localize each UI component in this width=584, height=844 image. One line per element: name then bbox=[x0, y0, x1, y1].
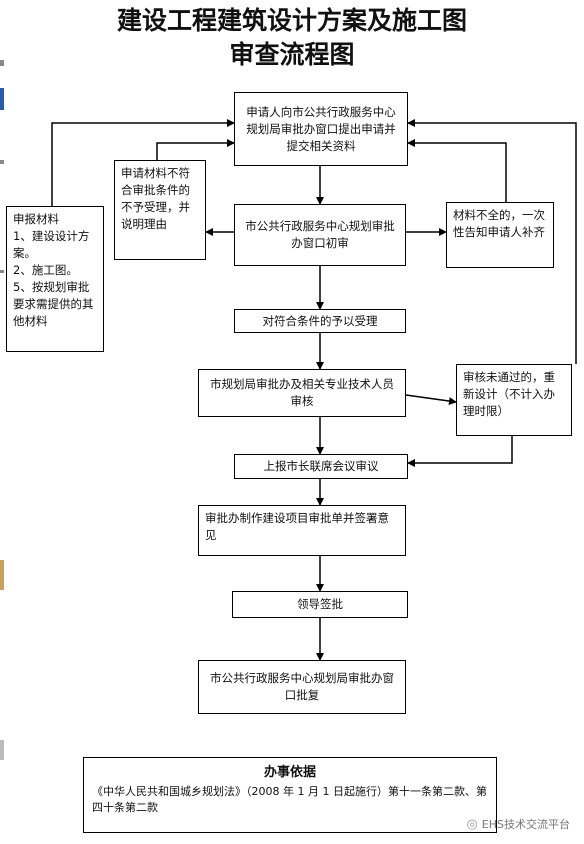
edge-artifact-5 bbox=[0, 560, 4, 590]
edge-artifact-3 bbox=[0, 160, 4, 164]
edge-artifact-4 bbox=[0, 270, 4, 273]
page-title-line2: 审查流程图 bbox=[229, 40, 355, 69]
node-not-pass: 审核未通过的，重新设计（不计入办理时限） bbox=[456, 364, 572, 436]
edge-artifact-1 bbox=[0, 60, 4, 66]
node-reject: 申请材料不符合审批条件的不予受理，并说明理由 bbox=[114, 160, 206, 260]
arrow-notpass-to-meeting bbox=[407, 436, 513, 467]
watermark: ◎ EHS技术交流平台 bbox=[466, 816, 570, 832]
node-accept: 对符合条件的予以受理 bbox=[234, 309, 406, 333]
node-meeting: 上报市长联席会议审议 bbox=[234, 454, 408, 479]
arrow-incomplete-to-apply bbox=[407, 139, 507, 202]
node-leader: 领导签批 bbox=[232, 591, 408, 618]
basis-text: 《中华人民共和国城乡规划法》（2008 年 1 月 1 日起施行）第十一条第二款… bbox=[92, 785, 487, 814]
node-incomplete: 材料不全的，一次性告知申请人补齐 bbox=[446, 202, 554, 268]
wechat-icon: ◎ bbox=[466, 816, 478, 832]
edge-artifact-6 bbox=[0, 740, 4, 760]
node-tech-review: 市规划局审批办及相关专业技术人员审核 bbox=[198, 369, 406, 417]
node-initial-review: 市公共行政服务中心规划审批办窗口初审 bbox=[234, 204, 406, 266]
node-reply: 市公共行政服务中心规划局审批办窗口批复 bbox=[198, 660, 406, 714]
node-apply: 申请人向市公共行政服务中心规划局审批办窗口提出申请并提交相关资料 bbox=[234, 92, 408, 166]
arrow-reject-to-apply bbox=[156, 139, 235, 160]
watermark-text: EHS技术交流平台 bbox=[481, 818, 570, 831]
edge-artifact-2 bbox=[0, 88, 4, 110]
basis-title: 办事依据 bbox=[263, 765, 316, 780]
arrow-materials-to-apply bbox=[51, 119, 235, 206]
node-materials: 申报材料 1、建设设计方案。 2、施工图。 5、按规划审批要求需提供的其他材料 bbox=[6, 206, 104, 352]
arrow-tech-to-notpass bbox=[405, 394, 457, 405]
page-title-line1: 建设工程建筑设计方案及施工图 bbox=[116, 6, 467, 35]
arrow-notpass-to-apply bbox=[407, 119, 577, 364]
basis-box: 办事依据 《中华人民共和国城乡规划法》（2008 年 1 月 1 日起施行）第十… bbox=[83, 757, 497, 833]
node-opinion: 审批办制作建设项目审批单并签署意见 bbox=[198, 505, 406, 556]
